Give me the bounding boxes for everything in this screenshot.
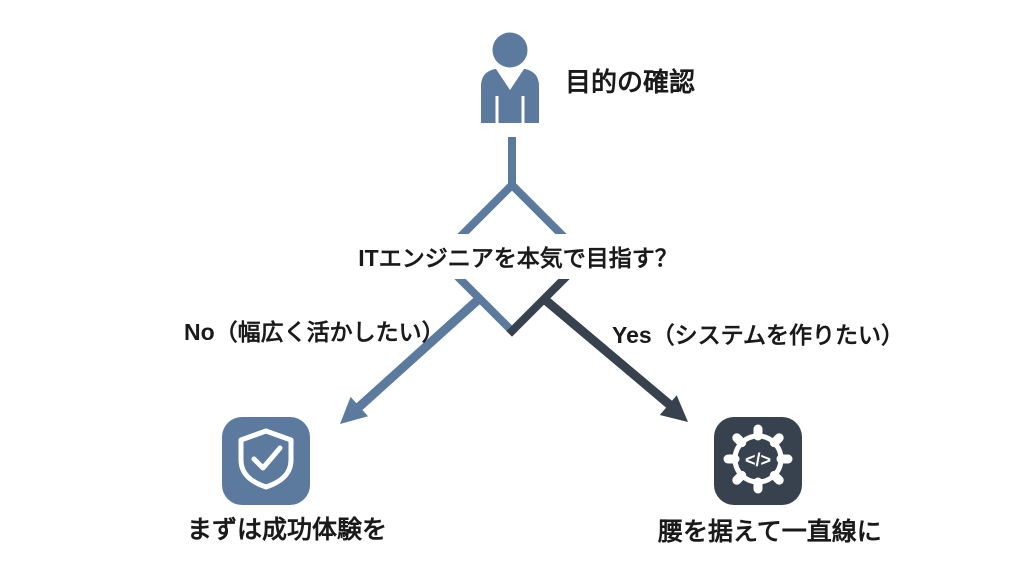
no-arrow (340, 294, 484, 424)
yes-arrow-shaft (540, 294, 673, 409)
check-mark (251, 445, 283, 471)
yes-branch-label: Yes（システムを作りたい） (612, 322, 904, 348)
code-glyph: </> (745, 450, 771, 470)
person-collar-notch (496, 69, 524, 90)
decision-question: ITエンジニアを本気で目指す？ (348, 234, 688, 279)
shield-check-icon (222, 417, 310, 505)
start-label: 目的の確認 (565, 67, 696, 97)
yes-arrowhead (659, 395, 688, 422)
person-head (492, 32, 528, 68)
person-icon (481, 32, 539, 123)
no-result-label: まずは成功体験を (187, 516, 388, 544)
diamond-upper-edges (436, 179, 588, 261)
yes-result-label: 腰を据えて一直線に (658, 518, 882, 546)
yes-arrow (540, 294, 688, 422)
shield-outline (238, 428, 294, 490)
no-arrowhead (340, 396, 368, 424)
no-arrow-shaft (355, 294, 484, 411)
no-branch-label: No（幅広く活かしたい） (184, 319, 445, 345)
gear-teeth (723, 424, 793, 494)
gear-code-icon: </> (714, 417, 802, 505)
